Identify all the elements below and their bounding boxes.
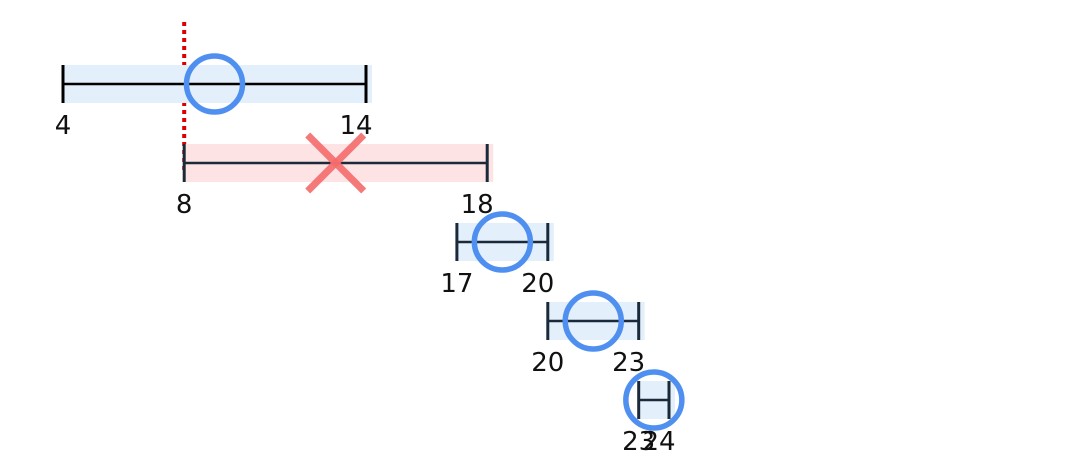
interval-end-label: 20	[521, 269, 554, 299]
interval-start-label: 8	[176, 190, 193, 220]
selected-circle-icon	[471, 211, 534, 273]
interval-start-label: 23	[622, 427, 655, 457]
selected-circle-icon	[562, 290, 624, 352]
interval-end-label: 14	[339, 111, 372, 141]
rejected-cross-icon	[305, 132, 367, 194]
interval-start-label: 17	[440, 269, 473, 299]
interval-row: 4 14	[55, 53, 373, 141]
interval-end-label: 24	[642, 427, 675, 457]
interval-start-label: 20	[531, 348, 564, 378]
selected-circle-icon	[623, 369, 685, 431]
interval-start-label: 4	[55, 111, 72, 141]
selected-circle-icon	[183, 53, 246, 115]
